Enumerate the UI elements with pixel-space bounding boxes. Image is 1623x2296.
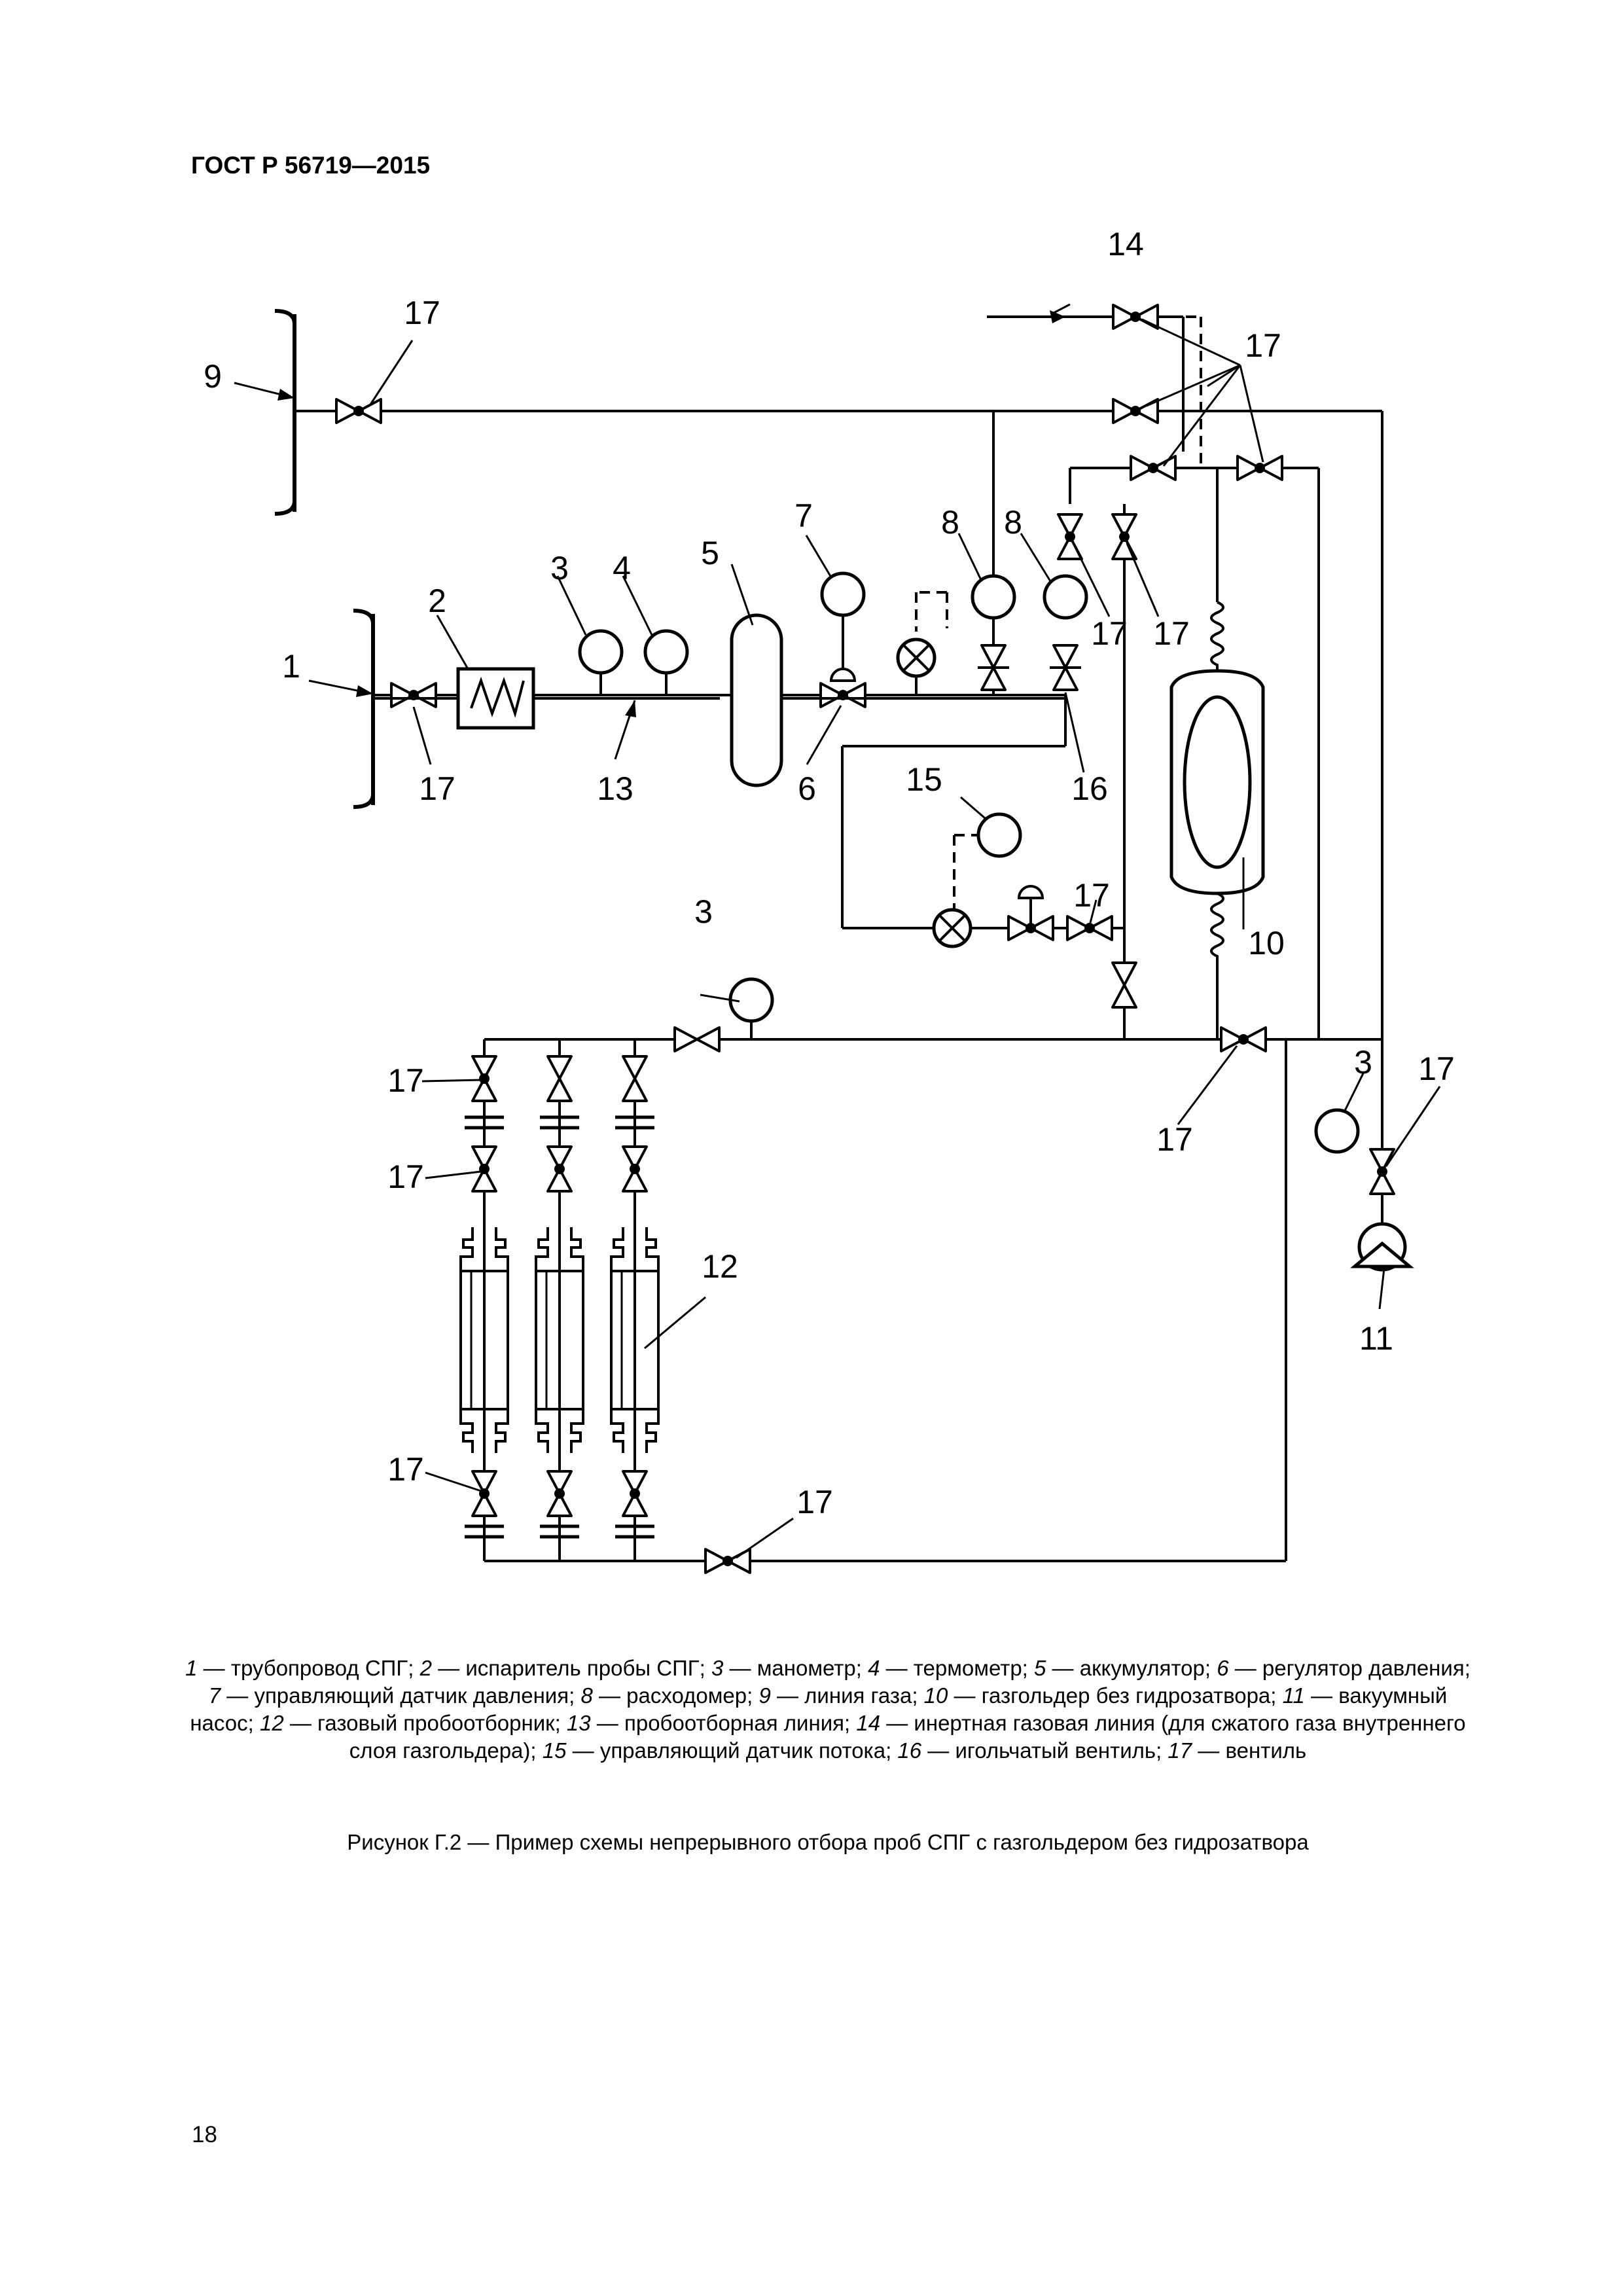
legend-item: 13 — пробоотборная линия; — [566, 1711, 851, 1735]
needle-valve-icon — [978, 644, 1009, 691]
valve-icon — [1111, 513, 1137, 560]
legend-item: 10 — газгольдер без гидрозатвора; — [923, 1683, 1277, 1708]
valve-icon — [1220, 1026, 1267, 1052]
pressure-gauge-icon — [580, 631, 622, 673]
pressure-regulator-icon — [819, 682, 866, 708]
flowmeter-icon — [972, 576, 1014, 618]
valve-icon — [1111, 961, 1137, 1009]
valve-icon — [546, 1145, 573, 1193]
legend-item: 3 — манометр; — [711, 1656, 862, 1680]
valve-icon — [1236, 455, 1283, 481]
label-4: 4 — [613, 550, 631, 586]
figure-caption: Рисунок Г.2 — Пример схемы непрерывного … — [347, 1830, 1309, 1854]
label-3: 3 — [694, 893, 713, 930]
page-number: 18 — [192, 2122, 217, 2147]
flow-sensor-icon — [978, 814, 1020, 856]
label-14: 14 — [1107, 226, 1144, 262]
needle-valves — [978, 644, 1081, 691]
accumulator — [730, 613, 783, 787]
gasholder — [1169, 669, 1265, 895]
legend-item: 12 — газовый пробоотборник; — [259, 1711, 561, 1735]
needle-valve-icon — [1050, 644, 1081, 691]
label-5: 5 — [701, 535, 719, 571]
legend-item: 4 — термометр; — [868, 1656, 1028, 1680]
label-3: 3 — [550, 550, 569, 586]
label-8: 8 — [1004, 504, 1022, 541]
legend-item: 6 — регулятор давления; — [1217, 1656, 1471, 1680]
valve-icon — [390, 682, 437, 708]
label-17: 17 — [404, 295, 440, 331]
label-17: 17 — [419, 770, 455, 807]
legend-item: 7 — управляющий датчик давления; — [208, 1683, 575, 1708]
legend-item: 2 — испаритель пробы СПГ; — [419, 1656, 705, 1680]
valve-icon — [622, 1145, 648, 1193]
label-17: 17 — [1091, 615, 1128, 652]
legend: 1 — трубопровод СПГ; 2 — испаритель проб… — [177, 1655, 1479, 1765]
pipelines — [294, 315, 1383, 1562]
valve-icon — [546, 1055, 573, 1102]
label-17: 17 — [1418, 1050, 1455, 1087]
valve-icon — [471, 1470, 497, 1517]
label-6: 6 — [798, 770, 816, 807]
vacuum-pump — [1350, 1194, 1414, 1272]
label-17: 17 — [387, 1062, 424, 1099]
valve-icon — [1369, 1148, 1395, 1195]
valve-icon — [471, 1145, 497, 1193]
legend-item: 9 — линия газа; — [758, 1683, 918, 1708]
valve-icon — [1112, 398, 1159, 424]
legend-item: 1 — трубопровод СПГ; — [185, 1656, 414, 1680]
valves — [335, 304, 1395, 1574]
valve-icon — [546, 1470, 573, 1517]
document-header: ГОСТ Р 56719—2015 — [191, 152, 431, 179]
control-element-icon — [934, 910, 971, 946]
legend-item: 17 — вентиль — [1168, 1738, 1307, 1763]
header-bars — [274, 309, 375, 809]
valve-icon — [673, 1026, 721, 1052]
label-7: 7 — [794, 497, 813, 534]
valve-icon — [622, 1470, 648, 1517]
label-3: 3 — [1354, 1044, 1372, 1081]
label-17: 17 — [387, 1451, 424, 1488]
label-9: 9 — [204, 358, 222, 395]
flowmeter-icon — [1044, 576, 1086, 618]
label-17: 17 — [387, 1158, 424, 1195]
evaporator — [456, 667, 535, 730]
legend-item: 5 — аккумулятор; — [1034, 1656, 1211, 1680]
leader-arrowheads — [277, 310, 1065, 717]
label-17: 17 — [796, 1484, 833, 1520]
leader-lines — [234, 303, 1441, 1559]
label-17: 17 — [1153, 615, 1190, 652]
control-element-icon — [898, 639, 935, 676]
legend-item: 16 — игольчатый вентиль; — [897, 1738, 1162, 1763]
label-10: 10 — [1248, 925, 1285, 961]
valve-icon — [471, 1055, 497, 1102]
label-1: 1 — [282, 648, 300, 685]
legend-item: 14 — инертная газовая линия (для сжатого… — [349, 1711, 1466, 1763]
pressure-gauge-icon — [1316, 1110, 1358, 1152]
label-17: 17 — [1245, 327, 1281, 364]
label-15: 15 — [906, 761, 942, 798]
legend-item: 8 — расходомер; — [580, 1683, 753, 1708]
valve-icon — [1112, 304, 1159, 330]
valve-icon — [622, 1055, 648, 1102]
valve-icon — [1066, 915, 1113, 941]
label-17: 17 — [1073, 877, 1110, 914]
label-12: 12 — [702, 1248, 738, 1285]
instruments — [580, 573, 1358, 1152]
diagram-labels: 9 17 14 17 1 2 17 13 3 4 5 7 6 8 8 17 17… — [204, 226, 1455, 1520]
label-17: 17 — [1156, 1121, 1193, 1158]
label-16: 16 — [1071, 770, 1108, 807]
legend-item: 11 — вакуумный насос; — [190, 1683, 1448, 1735]
valve-icon — [335, 398, 382, 424]
legend-item: 15 — управляющий датчик потока; — [542, 1738, 892, 1763]
label-13: 13 — [597, 770, 633, 807]
thermometer-icon — [645, 631, 687, 673]
label-11: 11 — [1359, 1320, 1393, 1357]
label-8: 8 — [941, 504, 959, 541]
label-2: 2 — [428, 583, 446, 619]
pressure-sensor-icon — [822, 573, 864, 615]
